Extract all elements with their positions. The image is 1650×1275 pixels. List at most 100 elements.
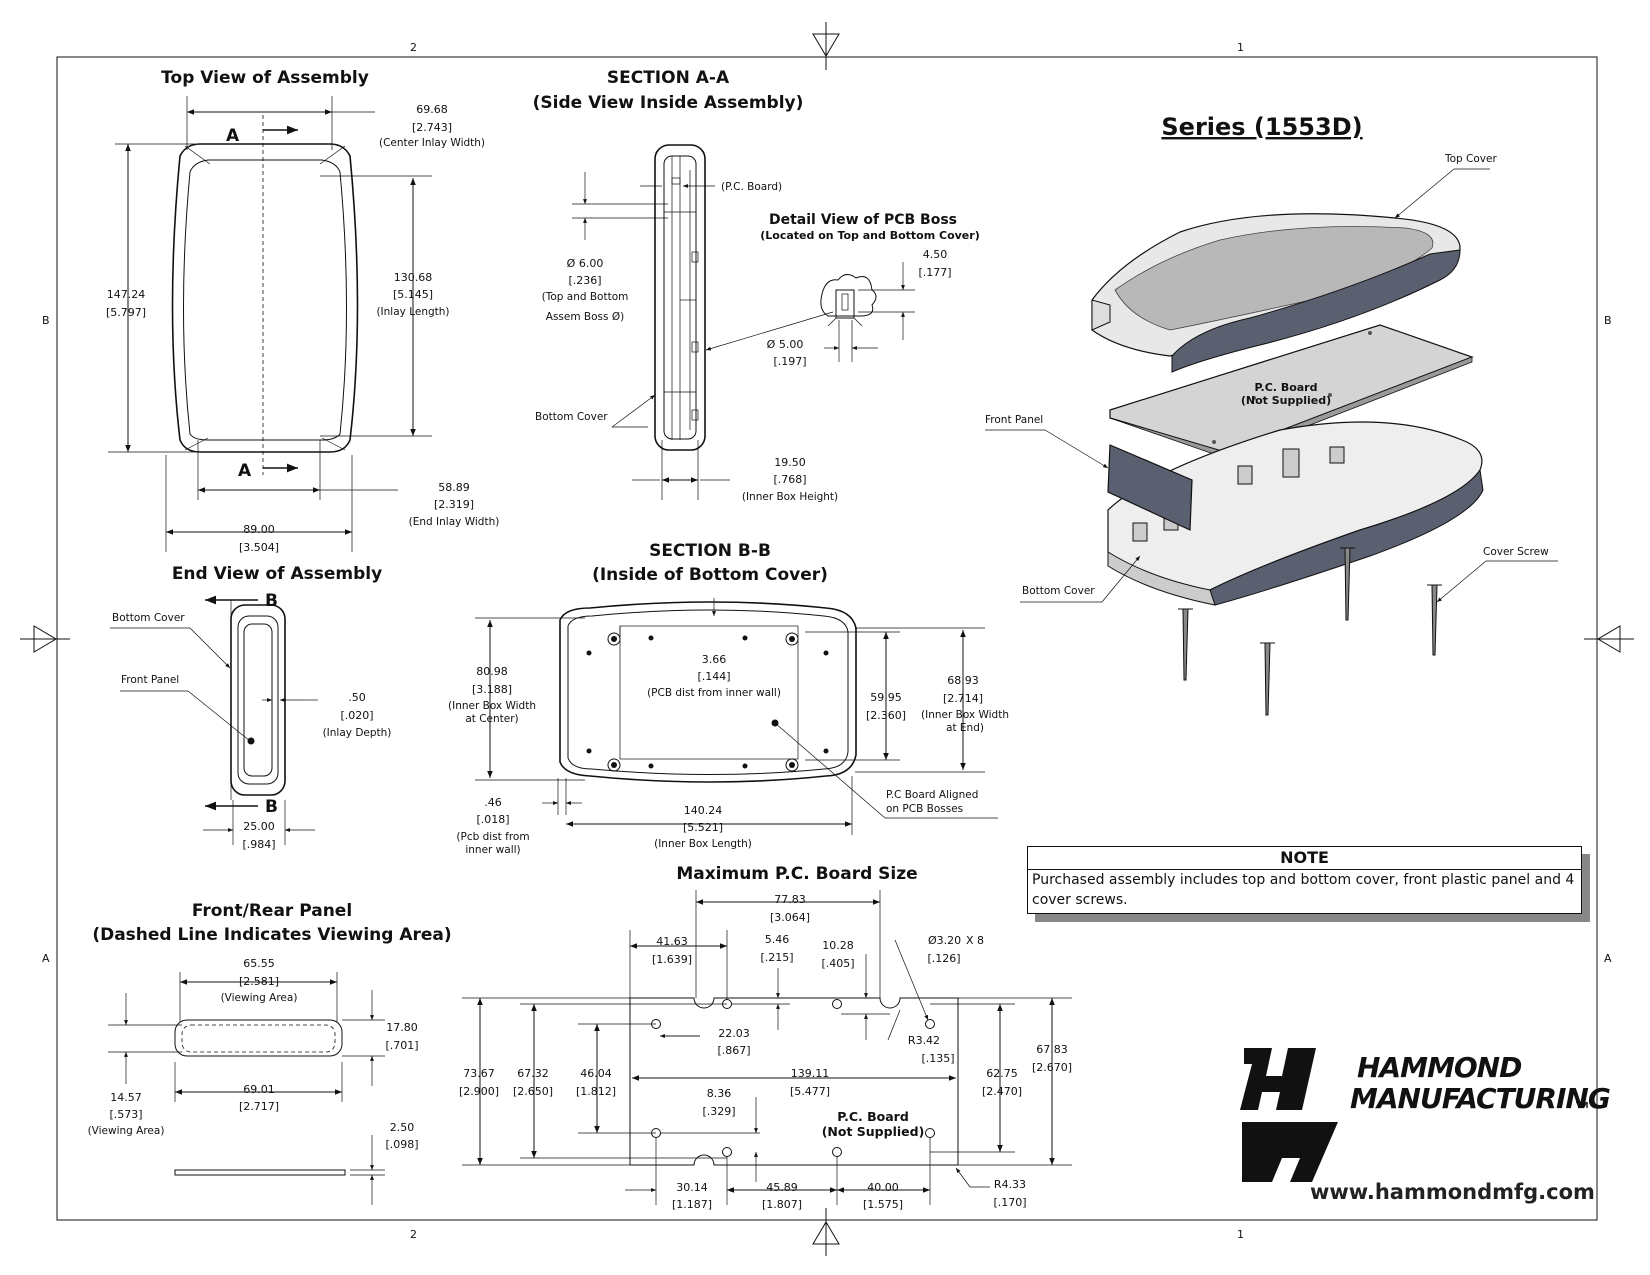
dim-end-inlay-width: 58.89 (438, 481, 470, 494)
dim-holes-in: [.126] (927, 952, 960, 965)
dim-inner-length-note: (Inner Box Length) (654, 838, 752, 850)
iso-top-cover (1091, 213, 1461, 373)
section-arrow-a-bottom: A (238, 461, 298, 481)
dim-6275: 62.75 (986, 1067, 1018, 1080)
zone-top-1: 1 (1237, 41, 1244, 54)
dim-boss-dia-note2: Assem Boss Ø) (546, 311, 624, 323)
dim-2203-in: [.867] (717, 1044, 750, 1057)
dim-pcb-wall2-note2: inner wall) (465, 844, 520, 856)
section-aa-drawing (654, 144, 706, 451)
dim-836-in: [.329] (702, 1105, 735, 1118)
zone-bottom-1: 1 (1237, 1228, 1244, 1241)
dim-inlay-depth-note: (Inlay Depth) (323, 727, 392, 739)
dim-end-inlay-width-note: (End Inlay Width) (409, 516, 500, 528)
center-mark-bottom (812, 1208, 840, 1256)
dim-6783: 67.83 (1036, 1043, 1068, 1056)
detail-boss-subtitle: (Located on Top and Bottom Cover) (760, 229, 979, 242)
dim-panel-thickness: 2.50 (390, 1121, 415, 1134)
center-mark-top (812, 22, 840, 70)
section-arrow-b-top: B (205, 591, 278, 611)
dim-13911: 139.11 (791, 1067, 830, 1080)
note-box: NOTE Purchased assembly includes top and… (1027, 846, 1582, 914)
dim-6732-in: [2.650] (513, 1085, 553, 1098)
dim-6783-in: [2.670] (1032, 1061, 1072, 1074)
iso-bottom-cover-label: Bottom Cover (1022, 585, 1095, 597)
dim-inner-width-center-note1: (Inner Box Width (448, 700, 536, 712)
dim-inlay-depth: .50 (348, 691, 366, 704)
dim-inner-box-height: 19.50 (774, 456, 806, 469)
section-arrow-b-bottom: B (205, 797, 278, 817)
iso-cover-screw-label: Cover Screw (1483, 546, 1549, 558)
dim-boss-dia-in: [.236] (568, 274, 601, 287)
pcb-title: Maximum P.C. Board Size (676, 864, 917, 884)
dim-1028: 10.28 (822, 939, 854, 952)
center-mark-right (1584, 625, 1634, 653)
dim-inner-width-center: 80.98 (476, 665, 508, 678)
dim-panel-width-in: [2.717] (239, 1100, 279, 1113)
dim-viewing-height-note: (Viewing Area) (88, 1125, 165, 1137)
dim-3014: 30.14 (676, 1181, 708, 1194)
iso-top-cover-label: Top Cover (1444, 153, 1497, 165)
section-label-a-top: A (226, 126, 240, 146)
section-label-b-bottom: B (265, 797, 278, 817)
brand-name-line2: MANUFACTURING (1350, 1082, 1611, 1115)
iso-bottom-cover (1107, 421, 1484, 606)
dim-3014-in: [1.187] (672, 1198, 712, 1211)
dim-pcb-wall2-in: [.018] (476, 813, 509, 826)
end-view-title: End View of Assembly (172, 564, 382, 584)
dim-boss-height: 4.50 (923, 248, 948, 261)
dim-viewing-height-in: [.573] (109, 1108, 142, 1121)
dim-4604: 46.04 (580, 1067, 612, 1080)
dim-center-inlay-width: 69.68 (416, 103, 448, 116)
front-panel-title: Front/Rear Panel (192, 901, 352, 921)
dim-inlay-length: 130.68 (394, 271, 433, 284)
dim-4604-in: [1.812] (576, 1085, 616, 1098)
dim-2203: 22.03 (718, 1027, 750, 1040)
dim-panel-height-in: [.701] (385, 1039, 418, 1052)
top-view-enclosure (171, 115, 359, 475)
iso-front-panel-label: Front Panel (985, 414, 1043, 426)
dim-1028-in: [.405] (821, 957, 854, 970)
detail-boss-title: Detail View of PCB Boss (769, 212, 957, 228)
pcb-board-label: (P.C. Board) (721, 181, 782, 193)
section-arrow-a-top: A (226, 125, 298, 146)
brand-url-link[interactable]: www.hammondmfg.com (1310, 1180, 1595, 1204)
dim-5995: 59.95 (870, 691, 902, 704)
dim-inner-width-end: 68.93 (947, 674, 979, 687)
dim-4589: 45.89 (766, 1181, 798, 1194)
end-view-drawing (230, 600, 286, 800)
dim-inlay-length-in: [5.145] (393, 288, 433, 301)
dim-overall-width: 89.00 (243, 523, 275, 536)
dim-546: 5.46 (765, 933, 790, 946)
note-body: Purchased assembly includes top and bott… (1032, 872, 1575, 908)
hammond-logo-icon (1240, 1048, 1338, 1182)
dim-pcb-wall-in: [.144] (697, 670, 730, 683)
section-aa-bottom-cover: Bottom Cover (535, 411, 608, 423)
pcb-aligned-label: P.C Board Aligned (886, 789, 978, 801)
zone-top-2: 2 (410, 41, 417, 54)
dim-4589-in: [1.807] (762, 1198, 802, 1211)
detail-boss-drawing (820, 274, 877, 327)
section-bb-subtitle: (Inside of Bottom Cover) (592, 565, 828, 585)
dim-boss-dia-detail-in: [.197] (773, 355, 806, 368)
dim-r342: R3.42 (908, 1034, 940, 1047)
zone-right-b: B (1604, 314, 1612, 327)
dim-inner-box-height-note: (Inner Box Height) (742, 491, 838, 503)
front-panel-subtitle: (Dashed Line Indicates Viewing Area) (92, 925, 451, 945)
dim-holes: Ø3.20 (928, 934, 961, 947)
iso-pcb-label2: (Not Supplied) (1241, 394, 1331, 407)
iso-pcb (1109, 324, 1474, 459)
dim-pcb-wall2: .46 (484, 796, 502, 809)
zone-right-a: A (1604, 952, 1612, 965)
dim-end-inlay-width-in: [2.319] (434, 498, 474, 511)
dim-overall-width-in: [3.504] (239, 541, 279, 554)
dim-boss-dia: Ø 6.00 (567, 257, 604, 270)
pcb-label: P.C. Board (837, 1109, 909, 1124)
dim-inner-box-height-in: [.768] (773, 473, 806, 486)
dim-pcb-wall2-note1: (Pcb dist from (456, 831, 529, 843)
dim-center-inlay-width-note: (Center Inlay Width) (379, 137, 485, 149)
dim-overall-length: 147.24 (107, 288, 146, 301)
dim-viewing-width-note: (Viewing Area) (221, 992, 298, 1004)
dim-7783-in: [3.064] (770, 911, 810, 924)
